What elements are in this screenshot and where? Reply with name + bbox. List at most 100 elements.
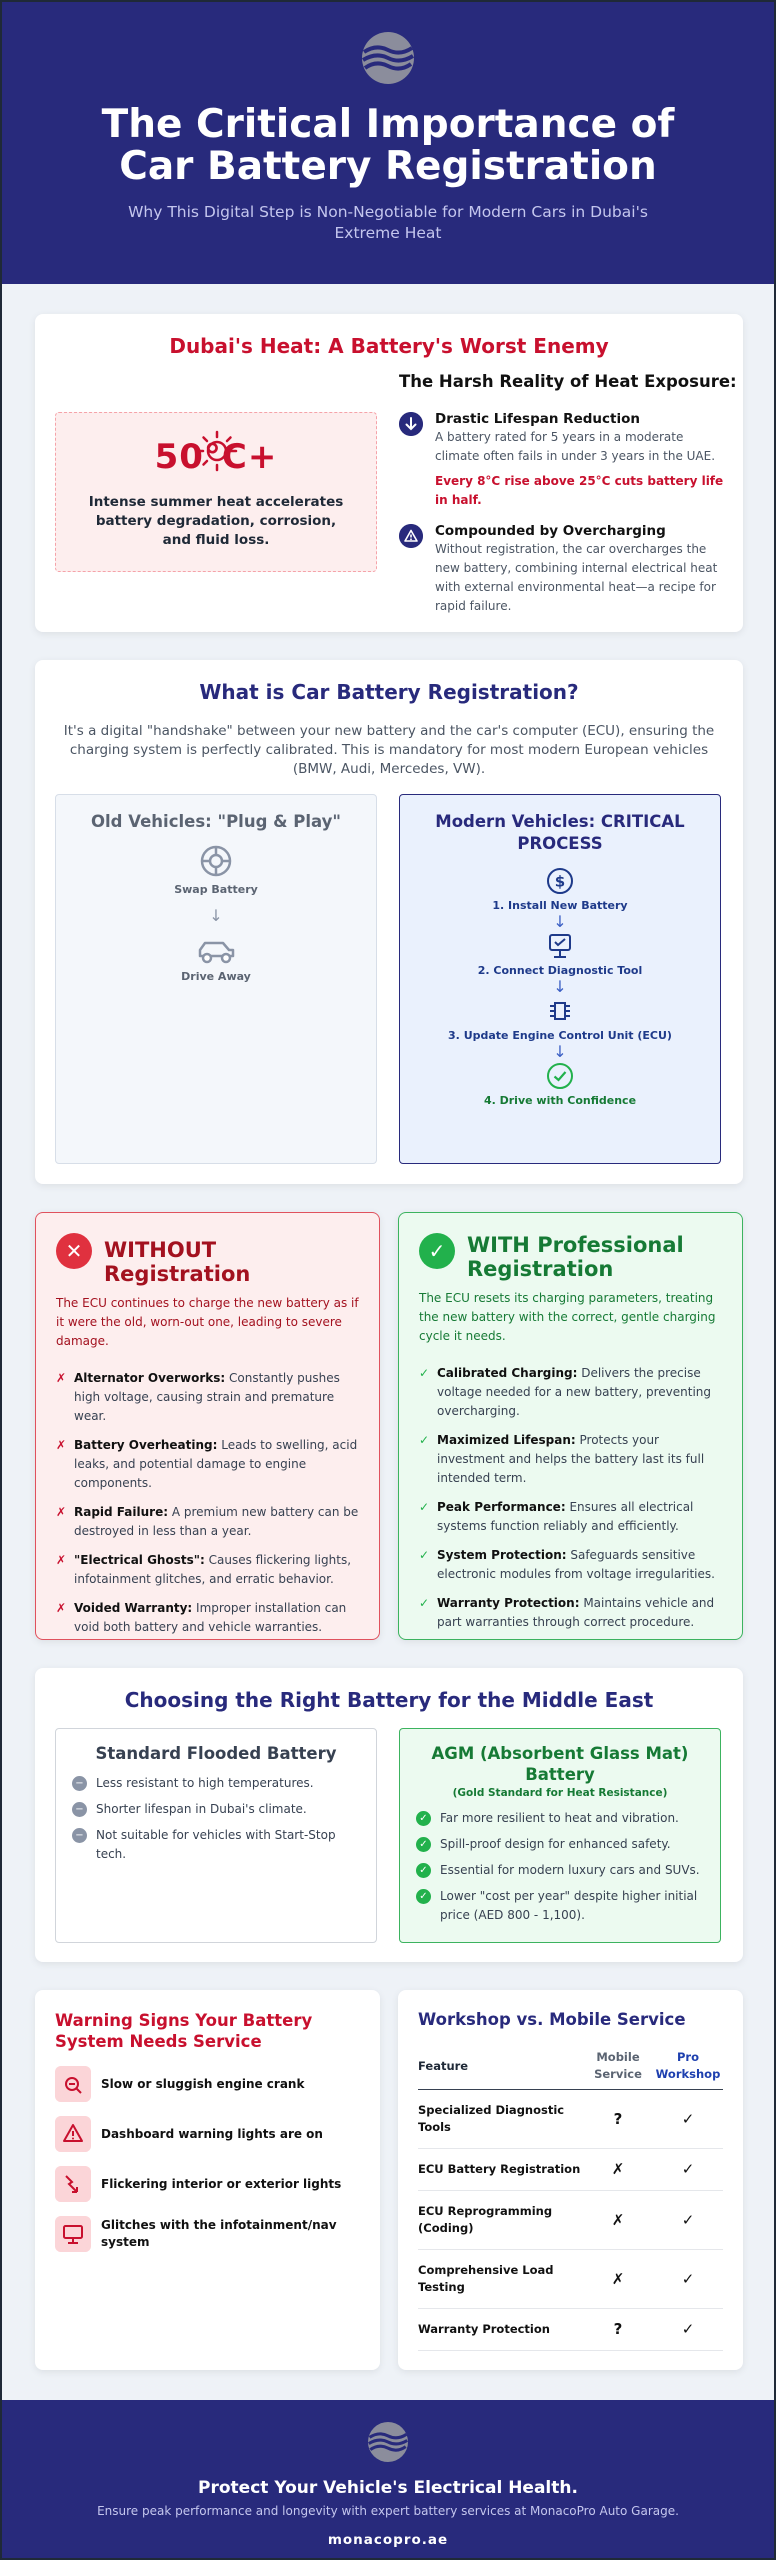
heat-section-title: Dubai's Heat: A Battery's Worst Enemy: [169, 334, 609, 358]
check-icon: ✓: [419, 1548, 430, 1562]
table-header: Pro Workshop: [653, 2043, 723, 2090]
check-icon: ✓: [653, 2148, 723, 2191]
list-item: ✓Warranty Protection: Maintains vehicle …: [419, 1596, 715, 1629]
harsh-reality-title: The Harsh Reality of Heat Exposure:: [399, 372, 737, 391]
table-row: Warranty Protection ? ✓: [418, 2308, 723, 2351]
heat-figure: 50°C+: [155, 430, 278, 477]
without-title: WITHOUT Registration: [104, 1238, 251, 1286]
comparison-table: Feature Mobile Service Pro Workshop Spec…: [418, 2043, 723, 2351]
check-icon: ✓: [419, 1433, 430, 1447]
registration-section-title: What is Car Battery Registration?: [199, 680, 579, 704]
check-icon: ✓: [419, 1366, 430, 1380]
check-icon: ✓: [416, 1811, 431, 1826]
arrow-down-icon: ↓: [209, 906, 223, 925]
check-icon: ✓: [416, 1889, 431, 1904]
table-cell: Specialized Diagnostic Tools: [418, 2089, 583, 2149]
close-icon: ✕: [56, 1233, 92, 1269]
ecu-chip-icon: [550, 1002, 570, 1020]
cross-icon: ✗: [583, 2190, 653, 2250]
modern-vehicles-panel: Modern Vehicles: CRITICAL PROCESS $ 1. I…: [399, 794, 721, 1164]
check-icon: ✓: [419, 1233, 455, 1269]
heat-figure-caption: Intense summer heat accelerates battery …: [88, 494, 344, 548]
harsh-item-heading: Drastic Lifespan Reduction: [435, 411, 640, 427]
harsh-item-warning: Every 8°C rise above 25°C cuts battery l…: [435, 474, 724, 507]
without-registration-panel: ✕ WITHOUT Registration The ECU continues…: [35, 1212, 380, 1640]
check-icon: ✓: [653, 2249, 723, 2309]
car-icon: [198, 941, 235, 964]
arrow-down-icon: [399, 412, 423, 436]
without-intro: The ECU continues to charge the new batt…: [56, 1296, 359, 1348]
check-icon: ✓: [416, 1863, 431, 1878]
list-item: ✓Essential for modern luxury cars and SU…: [416, 1861, 704, 1880]
table-row: ECU Battery Registration ✗ ✓: [418, 2148, 723, 2191]
old-vehicles-title: Old Vehicles: "Plug & Play": [91, 812, 341, 831]
footer-title: Protect Your Vehicle's Electrical Health…: [198, 2478, 578, 2498]
table-cell: ECU Reprogramming (Coding): [418, 2190, 583, 2250]
with-intro: The ECU resets its charging parameters, …: [419, 1291, 716, 1343]
check-icon: ✓: [416, 1837, 431, 1852]
diagnostic-tool-icon: [549, 934, 571, 958]
header: The Critical Importance of Car Battery R…: [2, 2, 774, 284]
footer-subtitle: Ensure peak performance and longevity wi…: [97, 2504, 679, 2518]
list-item: ✓Spill-proof design for enhanced safety.: [416, 1835, 704, 1854]
sun-icon: [196, 430, 237, 472]
list-item: ✓System Protection: Safeguards sensitive…: [419, 1548, 715, 1581]
harsh-item-body: Without registration, the car overcharge…: [435, 542, 718, 613]
list-item: ✗"Electrical Ghosts": Causes flickering …: [56, 1553, 352, 1586]
agm-battery-subtitle: (Gold Standard for Heat Resistance): [452, 1787, 668, 1799]
list-item: ✓Calibrated Charging: Delivers the preci…: [419, 1366, 712, 1418]
harsh-item-heading: Compounded by Overcharging: [435, 523, 666, 539]
standard-battery-panel: Standard Flooded Battery −Less resistant…: [55, 1728, 377, 1943]
table-header: Feature: [418, 2043, 583, 2090]
list-item: ✓Far more resilient to heat and vibratio…: [416, 1809, 704, 1828]
cross-icon: ✗: [56, 1601, 67, 1615]
list-item: ✓Lower "cost per year" despite higher in…: [416, 1887, 704, 1925]
table-row: Specialized Diagnostic Tools ? ✓: [418, 2089, 723, 2149]
list-item: Slow or sluggish engine crank: [55, 2066, 360, 2102]
page-title: The Critical Importance of Car Battery R…: [101, 102, 675, 189]
flicker-icon: [55, 2166, 91, 2202]
modern-vehicles-title: Modern Vehicles: CRITICAL PROCESS: [435, 812, 685, 853]
check-icon: ✓: [419, 1500, 430, 1514]
question-icon: ?: [583, 2089, 653, 2149]
table-row: ECU Reprogramming (Coding) ✗ ✓: [418, 2190, 723, 2250]
list-item: −Shorter lifespan in Dubai's climate.: [72, 1800, 360, 1819]
monitor-icon: [55, 2216, 91, 2252]
logo-icon: [361, 32, 415, 84]
modern-step-label: 2. Connect Diagnostic Tool: [477, 964, 643, 977]
engine-icon: [55, 2066, 91, 2102]
list-item: −Not suitable for vehicles with Start-St…: [72, 1826, 360, 1864]
dollar-icon: $: [547, 868, 573, 894]
battery-choice-section: Choosing the Right Battery for the Middl…: [35, 1668, 743, 1962]
harsh-item-body: A battery rated for 5 years in a moderat…: [435, 430, 716, 463]
old-step-label: Drive Away: [181, 970, 251, 983]
warning-icon: [399, 524, 423, 548]
with-title: WITH Professional Registration: [467, 1233, 684, 1281]
check-icon: ✓: [653, 2190, 723, 2250]
harsh-item: Drastic Lifespan Reduction A battery rat…: [399, 410, 729, 510]
arrow-down-icon: ↓: [553, 977, 567, 996]
agm-battery-title: AGM (Absorbent Glass Mat) Battery: [431, 1744, 689, 1784]
website-link[interactable]: monacopro.ae: [327, 2532, 449, 2548]
standard-battery-title: Standard Flooded Battery: [95, 1744, 337, 1763]
heat-callout: 50°C+ Intense summer heat accelerates ba…: [55, 412, 377, 572]
table-row: Comprehensive Load Testing ✗ ✓: [418, 2249, 723, 2309]
cross-icon: ✗: [56, 1371, 67, 1385]
table-cell: Comprehensive Load Testing: [418, 2249, 583, 2309]
table-header: Mobile Service: [583, 2043, 653, 2090]
page-subtitle: Why This Digital Step is Non-Negotiable …: [128, 203, 648, 242]
minus-icon: −: [72, 1776, 87, 1791]
table-header-row: Feature Mobile Service Pro Workshop: [418, 2043, 723, 2090]
heat-section: Dubai's Heat: A Battery's Worst Enemy 50…: [35, 314, 743, 632]
check-icon: ✓: [653, 2089, 723, 2149]
old-vehicles-panel: Old Vehicles: "Plug & Play" Swap Battery…: [55, 794, 377, 1164]
arrow-down-icon: ↓: [553, 1042, 567, 1061]
with-registration-panel: ✓ WITH Professional Registration The ECU…: [398, 1212, 743, 1640]
cross-icon: ✗: [56, 1553, 67, 1567]
list-item: −Less resistant to high temperatures.: [72, 1774, 360, 1793]
warning-signs-panel: Warning Signs Your Battery System Needs …: [35, 1990, 380, 2370]
table-cell: ECU Battery Registration: [418, 2148, 583, 2191]
minus-icon: −: [72, 1802, 87, 1817]
question-icon: ?: [583, 2308, 653, 2351]
